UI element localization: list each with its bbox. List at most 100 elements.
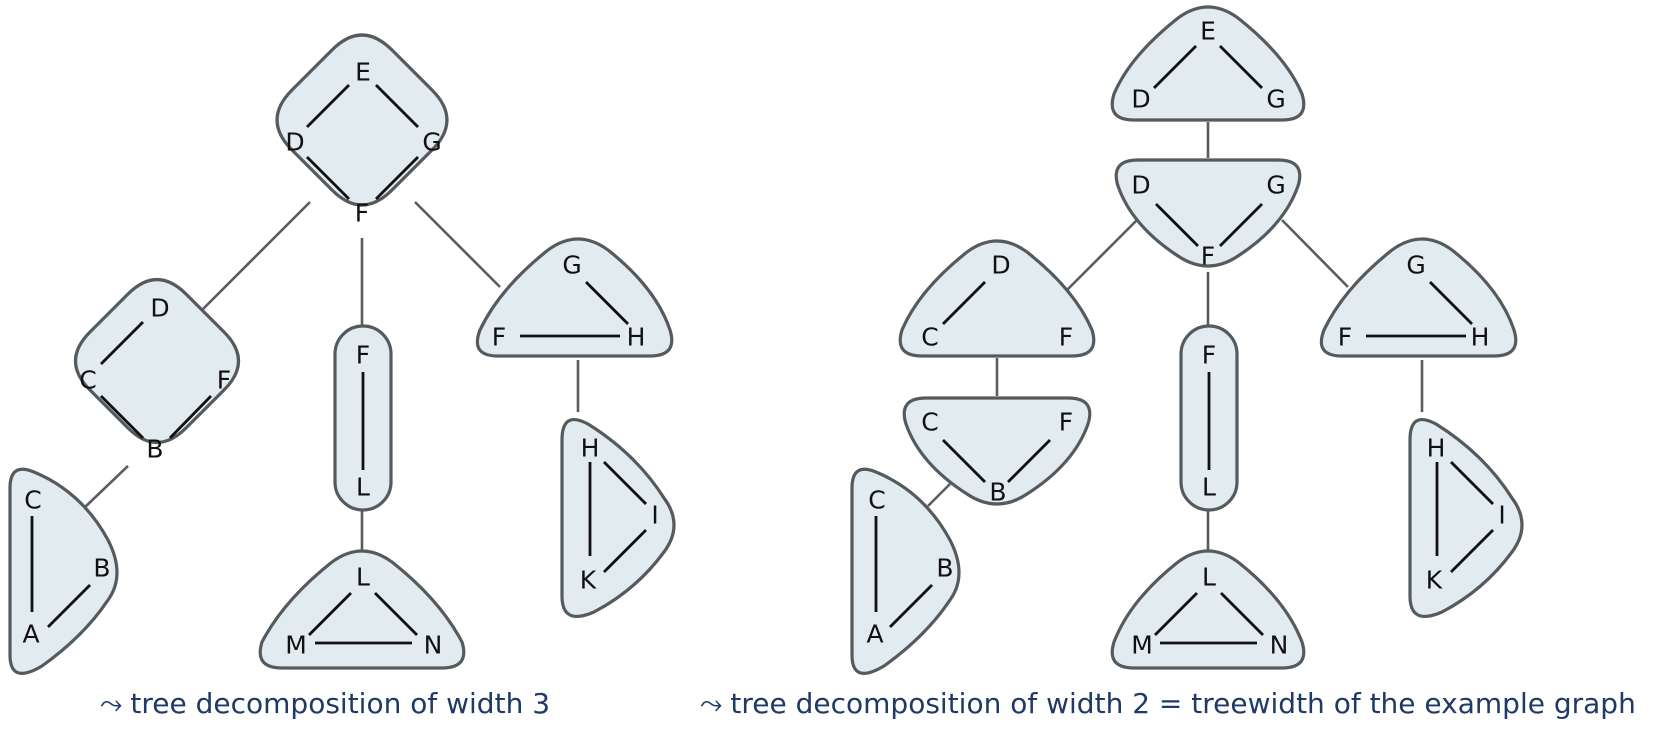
vertex-label: H [1471,323,1490,352]
vertex-label: E [355,58,371,87]
vertex-label: M [285,631,307,660]
bag-edge [942,439,986,483]
vertex-label: G [562,251,581,280]
bag-DCF: D C F [898,239,1096,358]
vertex-label: D [150,294,169,323]
caption-right: ⤳tree decomposition of width 2 = treewid… [700,686,1636,722]
tree-edge [201,201,311,311]
vertex-label: L [356,563,370,592]
bag-LMN-right: L M N [1110,549,1306,670]
vertex-label: D [991,251,1010,280]
vertex-label: B [146,435,163,464]
bag-edge [1219,203,1263,247]
bag-edge [375,84,419,128]
vertex-label: A [866,620,883,649]
vertex-label: F [356,341,370,370]
bag-DCFB: D C F B [74,278,240,464]
vertex-label: B [936,554,953,583]
bag-LMN: L M N [258,549,466,670]
bag-edge [1220,592,1264,636]
bag-edge [308,592,352,636]
vertex-label: B [93,554,110,583]
bag-CBA: C B A [8,467,119,675]
bag-edge [100,321,144,365]
bag-GFH-right: G F H [1319,237,1518,358]
vertex-label: F [355,199,369,228]
bag-DGF: D G F [1114,158,1302,271]
right-decomposition: E D G D G F D C F C F B [850,5,1524,675]
tree-edge [1066,219,1138,291]
bag-edge [100,395,144,439]
vertex-label: D [285,128,304,157]
tree-edge [1281,219,1349,288]
bag-FL: F L [333,324,393,512]
vertex-label: H [581,434,600,463]
caption-left-text: tree decomposition of width 3 [130,687,551,720]
vertex-label: G [1406,251,1425,280]
vertex-label: K [580,566,597,595]
vertex-label: H [1427,434,1446,463]
bag-GFH: G F H [475,237,674,358]
vertex-label: C [24,486,41,515]
vertex-label: G [422,128,441,157]
bag-edge [1429,281,1473,325]
bag-edge [1219,45,1263,89]
vertex-label: C [921,408,938,437]
left-decomposition: E D G F D C F B C B A F [8,33,676,675]
bag-edge [889,584,933,628]
vertex-label: H [627,323,646,352]
bag-edge [603,529,647,573]
tree-edge [83,465,129,509]
vertex-label: C [921,323,938,352]
vertex-label: B [989,478,1006,507]
tree-edge [414,201,501,288]
bag-edge [374,592,418,636]
left-tree-edges [83,201,580,550]
bag-FL-right: F L [1179,324,1239,512]
vertex-label: F [1059,323,1073,352]
bag-edge [375,156,419,200]
vertex-label: C [79,366,96,395]
vertex-label: G [1266,171,1285,200]
bag-edge [168,395,213,439]
vertex-label: A [22,620,39,649]
bag-edge [306,156,350,200]
vertex-label: D [1131,85,1150,114]
vertex-label: F [1338,323,1352,352]
bag-CFB: C F B [902,396,1092,507]
vertex-label: N [424,631,443,660]
bag-EDG: E D G [1110,5,1306,122]
caption-right-text: tree decomposition of width 2 = treewidt… [730,687,1636,720]
vertex-label: N [1270,631,1289,660]
vertex-label: E [1200,17,1216,46]
bag-EDGF: E D G F [275,33,449,228]
bag-HIK-right: H I K [1408,418,1524,618]
vertex-label: L [356,473,370,502]
vertex-label: K [1426,566,1443,595]
bag-edge [1007,439,1051,483]
bag-edge [942,281,986,325]
tree-edge [927,483,951,507]
vertex-label: F [1202,341,1216,370]
vertex-label: D [1131,171,1150,200]
bag-edge [1155,203,1199,247]
bag-HIK: H I K [560,418,676,618]
bag-edge [1450,461,1494,505]
vertex-label: F [1059,408,1073,437]
vertex-label: M [1131,631,1153,660]
vertex-label: L [1202,563,1216,592]
vertex-label: L [1202,473,1216,502]
vertex-label: C [868,486,885,515]
bag-edge [1153,45,1197,89]
bag-CBA-right: C B A [850,467,961,675]
squiggly-arrow-icon: ⤳ [700,687,723,720]
right-tree-edges [927,122,1424,550]
vertex-label: F [1201,242,1215,271]
vertex-label: F [492,323,506,352]
bag-edge [47,584,91,628]
vertex-label: I [651,501,658,530]
bag-edge [306,84,350,128]
bag-edge [585,281,629,325]
bag-edge [1450,529,1494,573]
